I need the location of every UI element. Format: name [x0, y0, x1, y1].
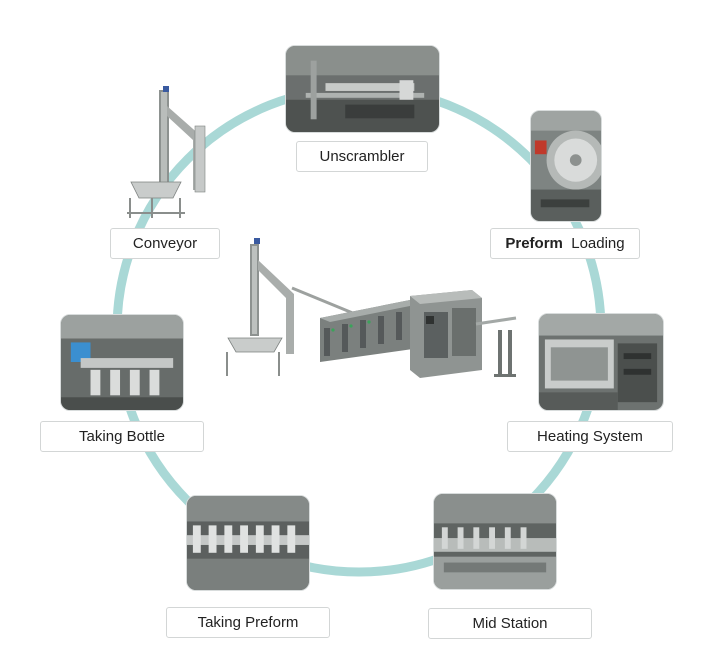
preform-loading-label: Preform Loading — [490, 228, 640, 259]
taking-preform-text: Taking Preform — [197, 614, 299, 631]
preform-loading-bold-text: Preform — [505, 235, 563, 252]
preform-loading-photo — [530, 110, 602, 222]
blow-molding-machine-illustration — [220, 238, 524, 382]
conveyor-photo — [123, 86, 209, 220]
taking-preform-photo — [186, 495, 310, 591]
mid-station-label: Mid Station — [428, 608, 592, 639]
mid-station-photo — [433, 493, 557, 590]
conveyor-text: Conveyor — [132, 235, 198, 252]
taking-bottle-text: Taking Bottle — [79, 428, 165, 445]
heating-system-photo — [538, 313, 664, 411]
heating-system-label: Heating System — [507, 421, 673, 452]
taking-bottle-label: Taking Bottle — [40, 421, 204, 452]
conveyor-label: Conveyor — [110, 228, 220, 259]
heating-system-text: Heating System — [537, 428, 643, 445]
taking-preform-label: Taking Preform — [166, 607, 330, 638]
unscrambler-photo — [285, 45, 440, 133]
taking-bottle-photo — [60, 314, 184, 411]
preform-loading-rest-text: Loading — [571, 235, 625, 252]
mid-station-text: Mid Station — [472, 615, 548, 632]
unscrambler-text: Unscrambler — [319, 148, 405, 165]
preform-loading-text-wrap: Preform Loading — [505, 235, 624, 252]
unscrambler-label: Unscrambler — [296, 141, 428, 172]
